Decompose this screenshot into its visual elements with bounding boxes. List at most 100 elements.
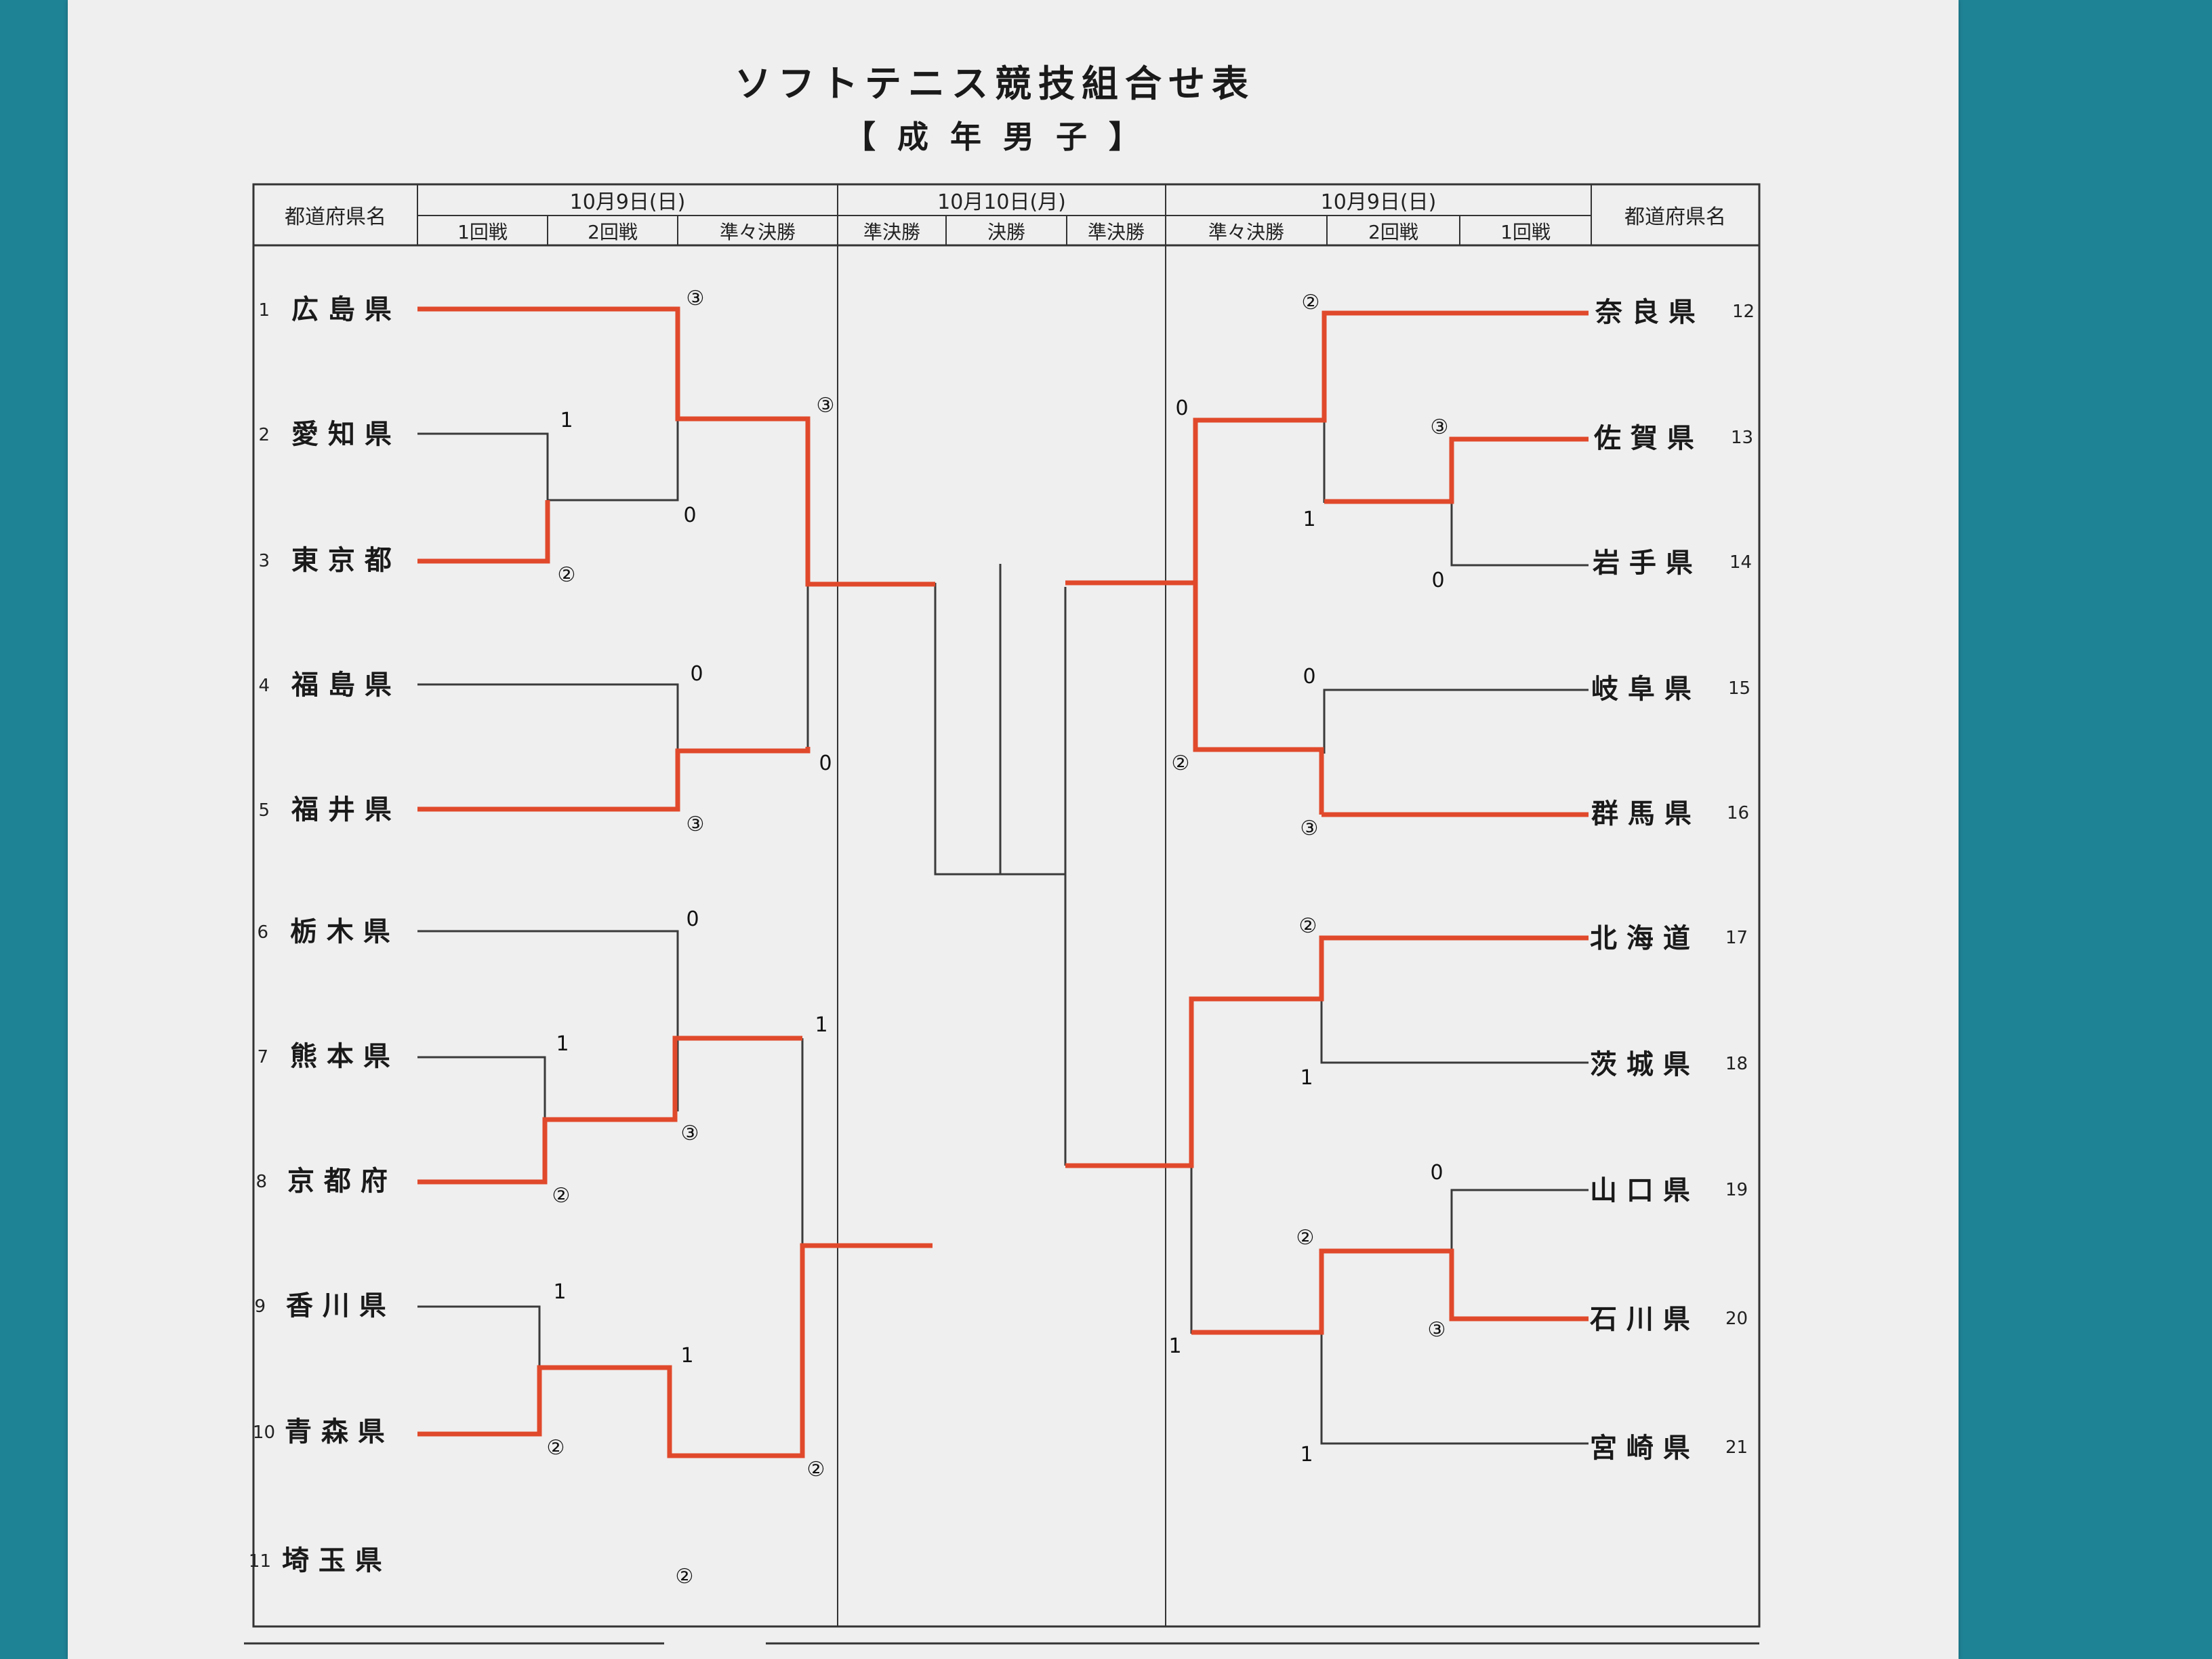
match-score: ② [1299, 914, 1317, 938]
team-name: 奈 良 県 [1595, 297, 1696, 328]
paper-sheet [68, 0, 1959, 1659]
round-header: 1回戦 [1500, 221, 1551, 243]
match-score: ② [1296, 1226, 1315, 1250]
team-name: 栃 木 県 [290, 916, 390, 947]
team-number: 15 [1728, 678, 1750, 699]
team-number: 16 [1727, 803, 1749, 823]
match-score: 1 [1300, 1066, 1313, 1090]
left-teams: 1 広 島 県 2 愛 知 県 3 東 京 都 4 福 島 県 5 福 井 県 … [249, 294, 392, 1576]
match-score: 0 [1175, 396, 1188, 420]
match-score: ③ [817, 394, 835, 417]
match-scores: ③ 1 ② 0 0 ③ 0 0 ③ 1 1 ③ ② 1 1 ② ② ② ② 0 … [547, 287, 1449, 1589]
match-score: ③ [687, 287, 705, 310]
team-name: 福 島 県 [291, 670, 392, 701]
match-score: ② [552, 1184, 571, 1208]
bracket-lines-winner [417, 306, 1589, 1458]
team-number: 8 [255, 1172, 267, 1192]
team-number: 3 [258, 551, 270, 571]
round-header: 準々決勝 [1208, 221, 1284, 243]
date-right: 10月9日(日) [1321, 190, 1437, 214]
match-score: 1 [815, 1013, 827, 1037]
match-score: ③ [1300, 817, 1319, 840]
team-name: 埼 玉 県 [282, 1545, 382, 1576]
match-score: ③ [687, 813, 705, 836]
round-header: 1回戦 [457, 221, 508, 243]
team-number: 14 [1729, 552, 1752, 573]
match-score: 1 [680, 1344, 693, 1368]
team-name: 北 海 道 [1590, 923, 1690, 954]
left-pref-header: 都道府県名 [285, 205, 386, 229]
team-number: 6 [257, 922, 268, 943]
team-name: 岐 阜 県 [1591, 674, 1692, 705]
team-number: 9 [254, 1296, 266, 1317]
round-header: 準決勝 [863, 221, 920, 243]
team-name: 香 川 県 [286, 1290, 386, 1322]
team-number: 20 [1725, 1309, 1748, 1329]
match-score: 1 [560, 409, 573, 432]
document-title: ソフトテニス競技組合せ表 [735, 62, 1255, 105]
date-left: 10月9日(日) [570, 190, 686, 214]
match-score: 1 [553, 1280, 566, 1304]
right-pref-header: 都道府県名 [1624, 205, 1726, 229]
team-name: 宮 崎 県 [1590, 1433, 1690, 1464]
team-name: 愛 知 県 [291, 419, 392, 450]
team-name: 石 川 県 [1590, 1304, 1690, 1335]
right-teams: 奈 良 県 12 佐 賀 県 13 岩 手 県 14 岐 阜 県 15 群 馬 … [1590, 297, 1755, 1464]
table-header: 都道府県名 都道府県名 10月9日(日) 10月10日(月) 10月9日(日) … [285, 190, 1726, 243]
team-name: 岩 手 県 [1593, 548, 1693, 579]
match-score: 0 [686, 907, 699, 931]
match-score: 0 [1303, 665, 1315, 689]
match-score: ② [807, 1458, 825, 1481]
match-score: 0 [1430, 1161, 1443, 1185]
team-number: 12 [1732, 302, 1755, 322]
team-number: 7 [257, 1047, 268, 1067]
team-number: 13 [1731, 428, 1753, 448]
match-score: 0 [819, 752, 832, 775]
round-header: 決勝 [987, 221, 1025, 243]
team-number: 2 [258, 425, 270, 445]
team-name: 広 島 県 [291, 294, 392, 325]
round-header: 2回戦 [1368, 221, 1418, 243]
match-score: ② [547, 1436, 565, 1460]
date-center: 10月10日(月) [937, 190, 1066, 214]
match-score: ③ [1431, 415, 1449, 439]
team-name: 山 口 県 [1590, 1175, 1690, 1206]
match-score: 1 [1303, 508, 1315, 531]
team-number: 5 [258, 800, 270, 821]
match-score: 1 [1300, 1443, 1313, 1467]
match-score: 0 [683, 504, 696, 527]
team-number: 21 [1725, 1437, 1748, 1458]
round-header: 2回戦 [588, 221, 638, 243]
team-number: 18 [1725, 1054, 1748, 1074]
match-score: 0 [1431, 569, 1444, 592]
team-number: 19 [1725, 1180, 1748, 1200]
match-score: 1 [1168, 1334, 1181, 1358]
team-name: 熊 本 県 [290, 1041, 390, 1072]
team-number: 17 [1725, 928, 1748, 948]
team-number: 4 [258, 676, 270, 696]
team-name: 京 都 府 [287, 1166, 388, 1197]
round-header: 準決勝 [1088, 221, 1145, 243]
match-score: 0 [690, 662, 703, 686]
match-score: ③ [1428, 1318, 1446, 1342]
team-name: 福 井 県 [291, 794, 392, 825]
round-header: 準々決勝 [720, 221, 796, 243]
team-name: 東 京 都 [291, 545, 392, 576]
team-name: 青 森 県 [285, 1416, 385, 1448]
team-number: 11 [249, 1551, 271, 1572]
match-score: ② [676, 1565, 694, 1589]
team-name: 茨 城 県 [1590, 1049, 1690, 1080]
bracket-lines-loser [417, 419, 1589, 1445]
match-score: ③ [681, 1122, 699, 1145]
document-subtitle: 【 成 年 男 子 】 [844, 119, 1145, 155]
match-score: 1 [556, 1032, 569, 1056]
match-score: ② [1172, 752, 1190, 775]
team-name: 佐 賀 県 [1593, 423, 1694, 454]
team-name: 群 馬 県 [1591, 798, 1692, 830]
match-score: ② [558, 563, 576, 587]
team-number: 1 [258, 300, 270, 321]
team-number: 10 [253, 1422, 275, 1443]
match-score: ② [1302, 291, 1320, 314]
table-frame [244, 183, 1761, 1645]
